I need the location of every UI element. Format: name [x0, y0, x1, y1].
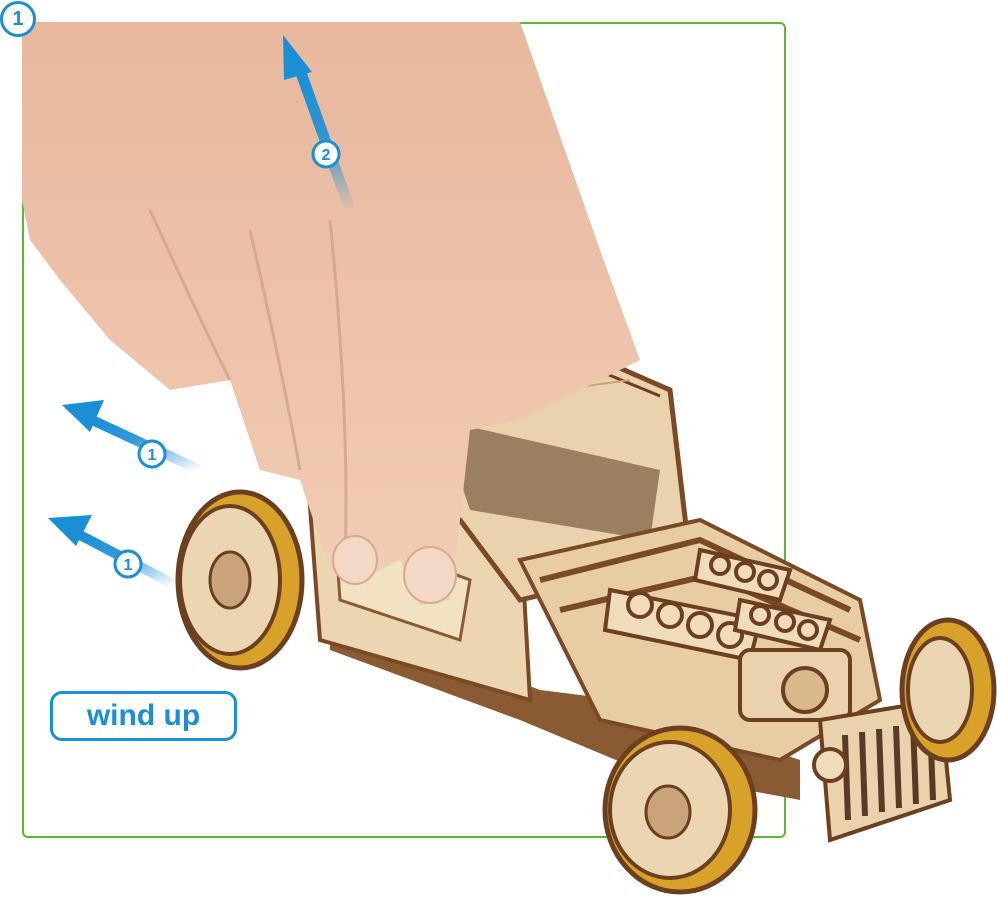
arrow-1a-number: 1	[148, 447, 157, 464]
step-number-badge: 1	[0, 1, 36, 37]
wheel-rear-left	[178, 492, 302, 668]
wheel-front-left	[605, 728, 755, 892]
arrow-1b-number: 1	[124, 557, 133, 574]
arrow-1a: 1	[62, 400, 200, 470]
wheel-front-right	[902, 620, 994, 760]
arrow-1b: 1	[48, 515, 175, 585]
wind-up-label: wind up	[50, 691, 237, 741]
arrow-2-number: 2	[322, 147, 331, 164]
